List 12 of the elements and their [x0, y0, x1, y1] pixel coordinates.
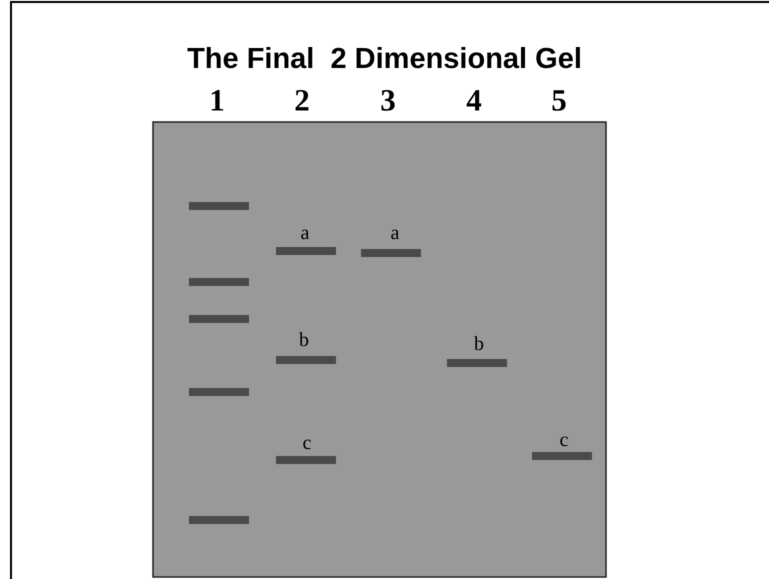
lane-number: 5	[551, 84, 567, 116]
lane-number: 3	[380, 84, 396, 116]
band-label: c	[560, 430, 568, 450]
band-label: a	[390, 223, 400, 243]
band-label: c	[302, 433, 312, 453]
lane-number: 1	[209, 84, 225, 116]
lane-number: 4	[466, 84, 482, 116]
lane-number: 2	[294, 84, 310, 116]
title: The Final 2 Dimensional Gel	[186, 43, 583, 76]
band-label: a	[300, 223, 310, 243]
band-label: b	[474, 334, 484, 354]
band-label: b	[299, 330, 309, 350]
